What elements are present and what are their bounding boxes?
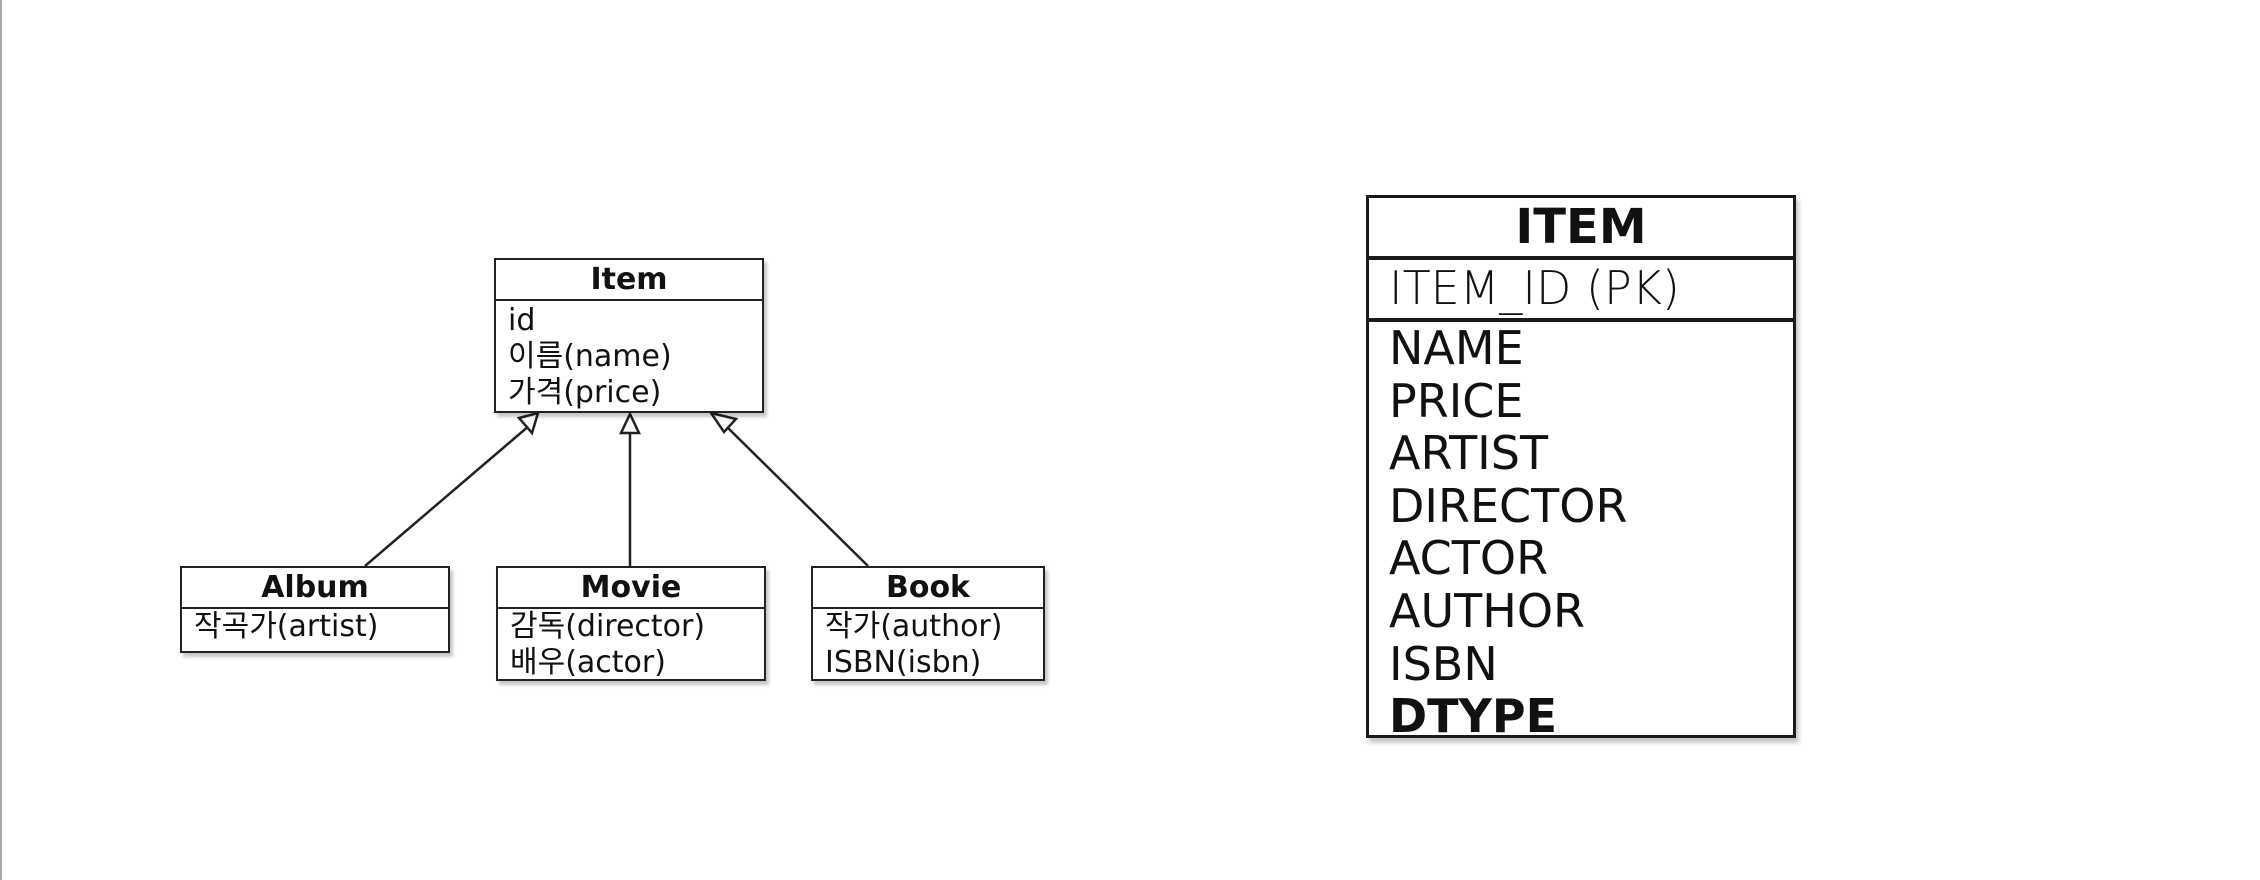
attribute-name: 이름(name): [508, 339, 672, 374]
class-attributes: 감독(director) 배우(actor): [498, 609, 764, 681]
attribute-isbn: ISBN(isbn): [825, 645, 982, 680]
album-generalization-arrowhead: [516, 411, 540, 436]
attribute-actor: 배우(actor): [510, 645, 666, 680]
class-attributes: id 이름(name) 가격(price): [496, 301, 762, 411]
class-book: Book 작가(author) ISBN(isbn): [811, 566, 1045, 681]
movie-generalization-arrowhead: [619, 411, 641, 435]
class-name: Movie: [498, 568, 764, 609]
column-author: AUTHOR: [1389, 583, 1585, 638]
primary-key-column: ITEM_ID (PK): [1369, 260, 1793, 322]
class-movie: Movie 감독(director) 배우(actor): [496, 566, 766, 681]
class-attributes: 작가(author) ISBN(isbn): [813, 609, 1043, 681]
class-name: Book: [813, 568, 1043, 609]
item-table: ITEM ITEM_ID (PK) NAME PRICE ARTIST DIRE…: [1366, 195, 1796, 742]
column-director: DIRECTOR: [1389, 478, 1628, 533]
column-name: NAME: [1389, 321, 1524, 375]
table-columns: NAME PRICE ARTIST DIRECTOR ACTOR AUTHOR …: [1369, 322, 1793, 743]
attribute-price: 가격(price): [508, 375, 662, 410]
attribute-director: 감독(director): [510, 609, 706, 644]
class-attributes: 작곡가(artist): [182, 609, 448, 645]
class-item: Item id 이름(name) 가격(price): [494, 258, 764, 413]
class-name: Album: [182, 568, 448, 609]
class-album: Album 작곡가(artist): [180, 566, 450, 653]
album-inheritance-line: [364, 424, 531, 567]
attribute-author: 작가(author): [825, 609, 1003, 644]
book-inheritance-line: [724, 424, 869, 567]
attribute-id: id: [508, 303, 536, 338]
column-artist: ARTIST: [1389, 426, 1549, 481]
attribute-artist: 작곡가(artist): [194, 609, 379, 644]
book-generalization-arrowhead: [708, 411, 739, 435]
column-dtype: DTYPE: [1389, 689, 1558, 744]
table-name: ITEM: [1369, 198, 1793, 260]
column-actor: ACTOR: [1389, 531, 1549, 586]
column-isbn: ISBN: [1389, 636, 1498, 691]
column-price: PRICE: [1389, 373, 1524, 428]
class-name: Item: [496, 260, 762, 301]
page-edge: [0, 0, 2, 880]
